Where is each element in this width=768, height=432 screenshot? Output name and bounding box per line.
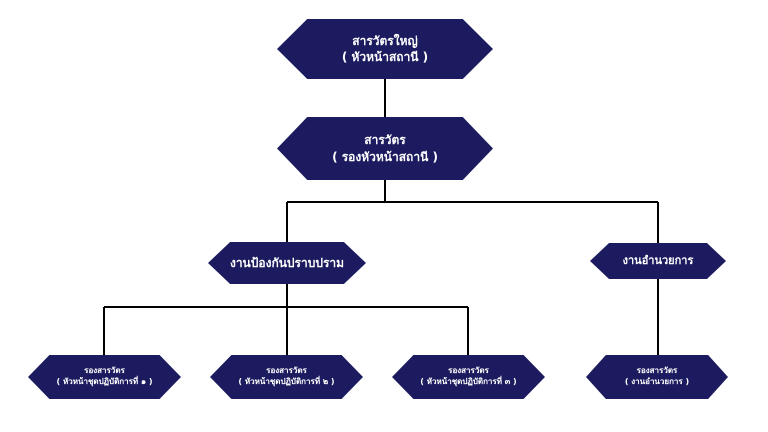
node-team3-subtitle: ( หัวหน้าชุดปฏิบัติการที่ ๓ ) bbox=[420, 377, 517, 386]
node-team3-title: รองสารวัตร bbox=[448, 366, 489, 376]
node-team2-title: รองสารวัตร bbox=[266, 366, 307, 376]
node-team3: รองสารวัตร ( หัวหน้าชุดปฏิบัติการที่ ๓ ) bbox=[392, 355, 545, 399]
node-head-title: สารวัตรใหญ่ bbox=[352, 33, 418, 48]
node-team2: รองสารวัตร ( หัวหน้าชุดปฏิบัติการที่ ๒ ) bbox=[210, 355, 363, 399]
node-admin: งานอำนวยการ bbox=[590, 243, 726, 279]
node-team1-title: รองสารวัตร bbox=[84, 366, 125, 376]
node-prevention-title: งานป้องกันปราบปราม bbox=[229, 255, 345, 270]
node-admin-deputy: รองสารวัตร ( งานอำนวยการ ) bbox=[586, 355, 728, 399]
node-deputy-subtitle: ( รองหัวหน้าสถานี ) bbox=[332, 149, 438, 164]
node-deputy: สารวัตร ( รองหัวหน้าสถานี ) bbox=[277, 117, 493, 180]
node-head-subtitle: ( หัวหน้าสถานี ) bbox=[341, 50, 429, 64]
node-team1: รองสารวัตร ( หัวหน้าชุดปฏิบัติการที่ ๑ ) bbox=[28, 355, 181, 399]
node-prevention: งานป้องกันปราบปราม bbox=[208, 242, 366, 284]
node-admin-deputy-subtitle: ( งานอำนวยการ ) bbox=[624, 377, 690, 386]
node-head: สารวัตรใหญ่ ( หัวหน้าสถานี ) bbox=[277, 19, 493, 79]
node-admin-deputy-title: รองสารวัตร bbox=[636, 366, 678, 376]
node-deputy-title: สารวัตร bbox=[364, 133, 406, 148]
node-admin-title: งานอำนวยการ bbox=[622, 253, 694, 267]
node-team1-subtitle: ( หัวหน้าชุดปฏิบัติการที่ ๑ ) bbox=[56, 377, 153, 386]
node-team2-subtitle: ( หัวหน้าชุดปฏิบัติการที่ ๒ ) bbox=[238, 377, 335, 386]
